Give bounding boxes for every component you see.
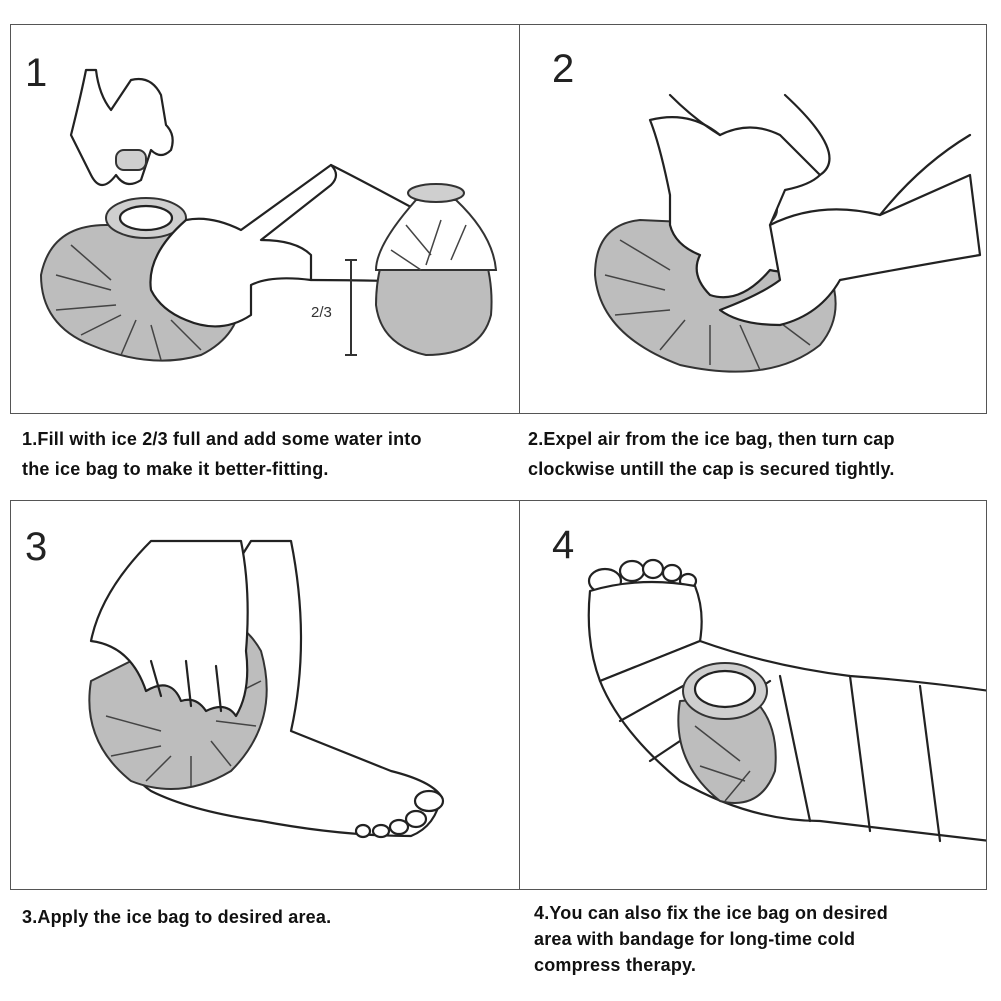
- step-1-illustration: 2/3: [11, 25, 520, 414]
- caption-line: area with bandage for long-time cold: [534, 926, 888, 952]
- step-1-caption: 1.Fill with ice 2/3 full and add some wa…: [22, 424, 422, 484]
- step-3-caption: 3.Apply the ice bag to desired area.: [22, 902, 331, 932]
- caption-line: the ice bag to make it better-fitting.: [22, 454, 422, 484]
- fill-level-label: 2/3: [311, 304, 332, 321]
- caption-line: clockwise untill the cap is secured tigh…: [528, 454, 895, 484]
- caption-line: 3.Apply the ice bag to desired area.: [22, 902, 331, 932]
- step-3-panel: 3: [10, 500, 520, 890]
- caption-line: 1.Fill with ice 2/3 full and add some wa…: [22, 424, 422, 454]
- caption-line: 4.You can also fix the ice bag on desire…: [534, 900, 888, 926]
- step-4-panel: 4: [519, 500, 987, 890]
- step-2-panel: 2: [519, 24, 987, 414]
- step-4-illustration: [520, 501, 987, 890]
- caption-line: 2.Expel air from the ice bag, then turn …: [528, 424, 895, 454]
- hand-icon: [150, 165, 336, 326]
- caption-line: compress therapy.: [534, 952, 888, 978]
- step-3-illustration: [11, 501, 520, 890]
- step-1-panel: 1 2/3: [10, 24, 520, 414]
- step-4-caption: 4.You can also fix the ice bag on desire…: [534, 900, 888, 978]
- step-2-illustration: [520, 25, 987, 414]
- step-2-caption: 2.Expel air from the ice bag, then turn …: [528, 424, 895, 484]
